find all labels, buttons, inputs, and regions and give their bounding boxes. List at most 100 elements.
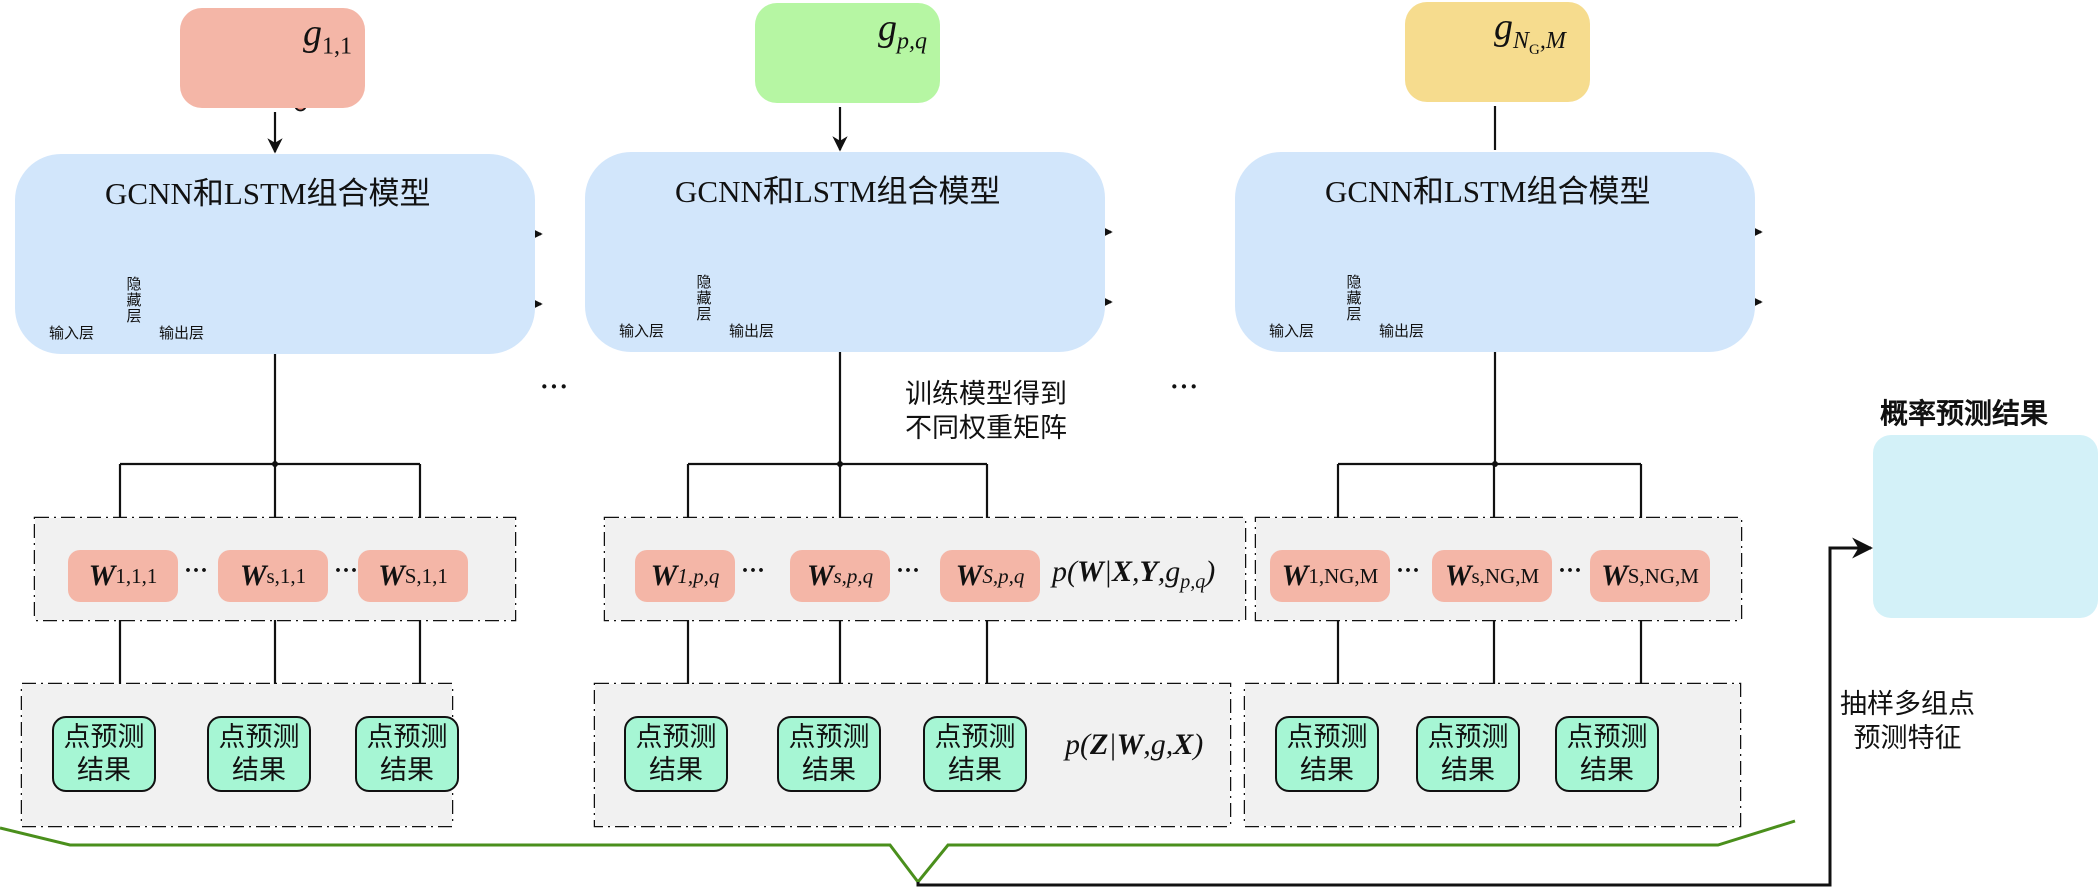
graph-card-gpq bbox=[755, 3, 940, 103]
input-layer-label: 输入层 bbox=[1269, 322, 1315, 340]
output-layer-label: 输出层 bbox=[159, 324, 205, 342]
graph-card-g11 bbox=[180, 8, 365, 108]
point-prediction-result: 点预测结果 bbox=[923, 716, 1027, 792]
point-prediction-line2: 结果 bbox=[802, 755, 856, 786]
graph-label-base: g bbox=[1494, 6, 1513, 48]
model-title: GCNN和LSTM组合模型 bbox=[105, 176, 431, 211]
point-prediction-result: 点预测结果 bbox=[624, 716, 728, 792]
point-prediction-line2: 结果 bbox=[948, 755, 1002, 786]
point-prediction-line2: 结果 bbox=[1441, 755, 1495, 786]
point-prediction-result: 点预测结果 bbox=[1416, 716, 1520, 792]
point-prediction-line1: 点预测 bbox=[1286, 722, 1368, 753]
model-box-1 bbox=[585, 152, 1105, 352]
input-layer-label: 输入层 bbox=[49, 324, 95, 342]
result-title: 概率预测结果 bbox=[1880, 397, 2049, 430]
sampling-connector bbox=[916, 537, 1874, 887]
point-prediction-line2: 结果 bbox=[1300, 755, 1354, 786]
point-prediction-line1: 点预测 bbox=[635, 722, 717, 753]
sampling-note-line: 抽样多组点 bbox=[1840, 689, 1975, 720]
training-note-line: 不同权重矩阵 bbox=[905, 413, 1067, 444]
weight-subscript: S,p,q bbox=[982, 563, 1025, 588]
graph-label-gNM: gNG,M bbox=[1494, 8, 1566, 57]
point-prediction-line1: 点预测 bbox=[218, 722, 300, 753]
between-models-ellipsis: ··· bbox=[540, 372, 570, 401]
weight-symbol: W bbox=[1444, 559, 1472, 592]
sampling-note-line: 预测特征 bbox=[1853, 723, 1962, 754]
weight-subscript: s,p,q bbox=[833, 563, 874, 588]
point-prediction-result: 点预测结果 bbox=[1555, 716, 1659, 792]
weight-ellipsis: ··· bbox=[1558, 558, 1583, 584]
weight-symbol: W bbox=[650, 559, 678, 592]
point-prediction-result: 点预测结果 bbox=[777, 716, 881, 792]
weight-subscript: 1,NG,M bbox=[1308, 563, 1379, 588]
training-note-line: 训练模型得到 bbox=[905, 379, 1067, 410]
graph-label-base: g bbox=[878, 7, 897, 49]
weight-symbol: W bbox=[1281, 559, 1309, 592]
weight-symbol: W bbox=[1601, 559, 1628, 592]
graph-label-subscript: 1,1 bbox=[322, 33, 352, 60]
point-prediction-line2: 结果 bbox=[77, 755, 131, 786]
predictive-formula: p(Z|W,g,X) bbox=[1065, 728, 1204, 761]
hidden-layer-label: 隐藏层 bbox=[696, 273, 712, 323]
point-prediction-line1: 点预测 bbox=[788, 722, 870, 753]
point-prediction-line1: 点预测 bbox=[1427, 722, 1509, 753]
training-note: 训练模型得到不同权重矩阵 bbox=[905, 378, 1067, 446]
graph-label-gpq: gp,q bbox=[878, 9, 927, 54]
point-prediction-line1: 点预测 bbox=[1566, 722, 1648, 753]
weight-subscript: 1,1,1 bbox=[115, 563, 158, 588]
hidden-layer-label: 隐藏层 bbox=[126, 275, 142, 325]
point-prediction-line2: 结果 bbox=[1580, 755, 1634, 786]
point-prediction-line2: 结果 bbox=[232, 755, 286, 786]
weight-ellipsis: ··· bbox=[1396, 558, 1421, 584]
point-prediction-line2: 结果 bbox=[649, 755, 703, 786]
weight-symbol: W bbox=[239, 559, 267, 592]
graph-label-subscript: p,q bbox=[897, 28, 927, 55]
weight-subscript: s,NG,M bbox=[1471, 563, 1540, 588]
graph-label-base: g bbox=[303, 12, 322, 54]
point-prediction-line1: 点预测 bbox=[366, 722, 448, 753]
weight-subscript: S,1,1 bbox=[404, 563, 448, 588]
model-box-2 bbox=[1235, 152, 1755, 352]
input-layer-label: 输入层 bbox=[619, 322, 665, 340]
weight-symbol: W bbox=[955, 559, 983, 592]
output-layer-label: 输出层 bbox=[1379, 322, 1425, 340]
grouping-brace bbox=[0, 819, 1796, 885]
graph-label-g11: g1,1 bbox=[303, 14, 352, 59]
point-prediction-line2: 结果 bbox=[380, 755, 434, 786]
hidden-layer-label: 隐藏层 bbox=[1346, 273, 1362, 323]
point-prediction-line1: 点预测 bbox=[63, 722, 145, 753]
weight-ellipsis: ··· bbox=[184, 558, 209, 584]
weight-ellipsis: ··· bbox=[334, 558, 359, 584]
weight-symbol: W bbox=[378, 559, 405, 592]
point-prediction-result: 点预测结果 bbox=[52, 716, 156, 792]
output-layer-label: 输出层 bbox=[729, 322, 775, 340]
model-title: GCNN和LSTM组合模型 bbox=[1325, 174, 1651, 209]
weight-symbol: W bbox=[806, 559, 834, 592]
point-prediction-result: 点预测结果 bbox=[1275, 716, 1379, 792]
weight-symbol: W bbox=[88, 559, 116, 592]
point-prediction-result: 点预测结果 bbox=[355, 716, 459, 792]
between-models-ellipsis: ··· bbox=[1170, 372, 1200, 401]
model-title: GCNN和LSTM组合模型 bbox=[675, 174, 1001, 209]
graph-label-subscript: NG,M bbox=[1513, 27, 1566, 58]
weight-subscript: 1,p,q bbox=[677, 563, 720, 588]
result-card bbox=[1873, 435, 2098, 618]
point-prediction-line1: 点预测 bbox=[934, 722, 1016, 753]
posterior-formula: p(W|X,Y,gp,q) bbox=[1052, 555, 1216, 593]
weight-ellipsis: ··· bbox=[896, 558, 921, 584]
graph-card-gNM bbox=[1405, 2, 1590, 102]
point-prediction-result: 点预测结果 bbox=[207, 716, 311, 792]
model-box-0 bbox=[15, 154, 535, 354]
weight-subscript: S,NG,M bbox=[1627, 563, 1699, 588]
weight-subscript: s,1,1 bbox=[266, 563, 307, 588]
weight-ellipsis: ··· bbox=[741, 558, 766, 584]
